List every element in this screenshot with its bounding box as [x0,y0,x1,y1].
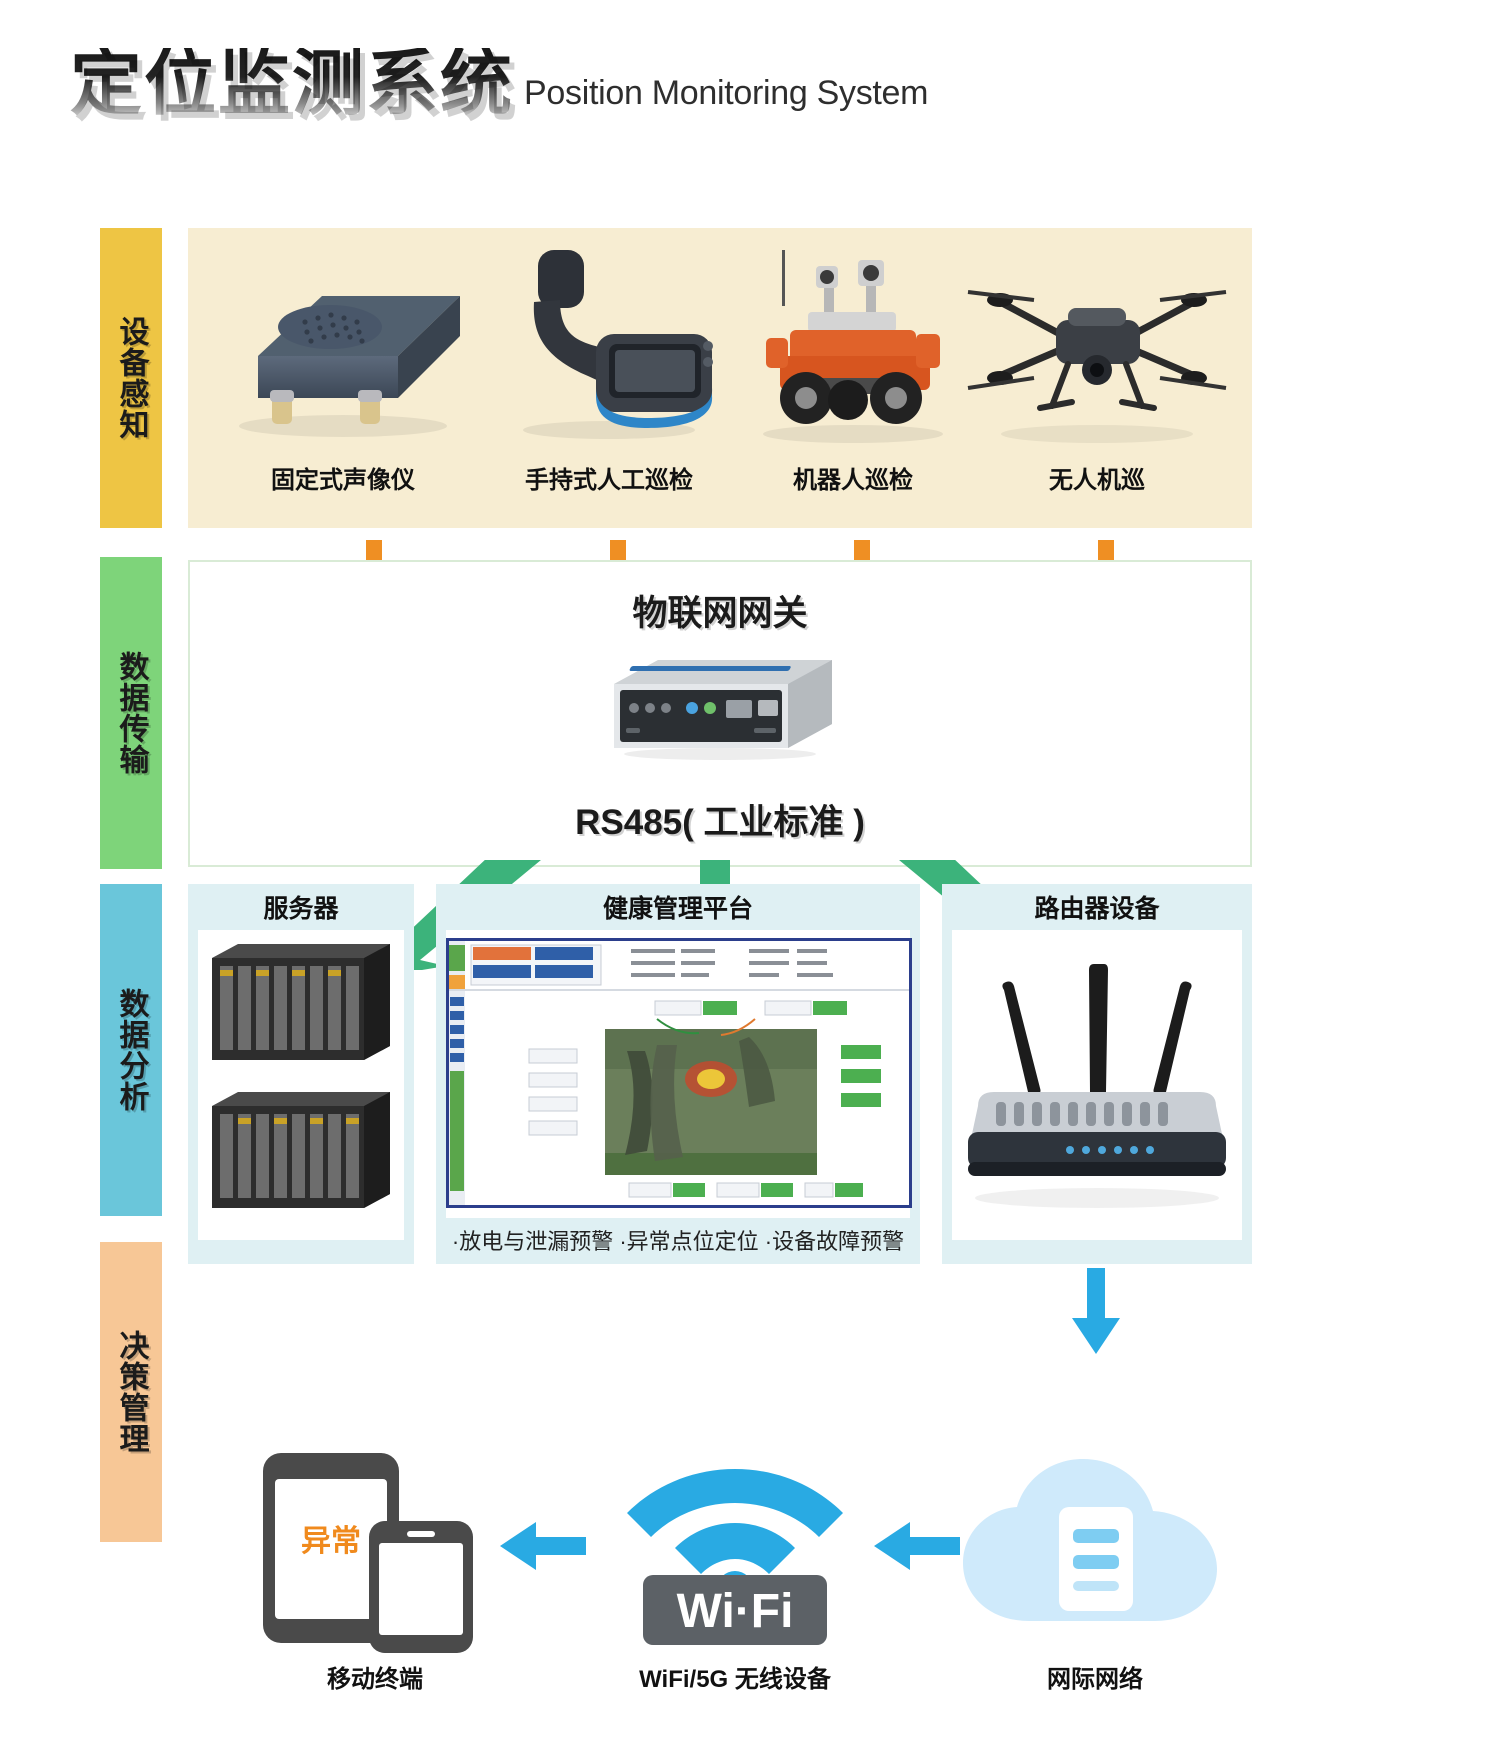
acoustic-imager-icon [239,296,460,437]
stage-label: 数据分析 [114,988,148,1112]
panel-server[interactable]: 服务器 [188,884,414,1264]
protocol-label: RS485( 工业标准 ) [575,803,865,842]
title-english: Position Monitoring System [524,74,929,112]
device-card-acoustic-imager[interactable]: 固定式声像仪 [210,238,476,518]
terminal-wifi[interactable]: Wi·Fi WiFi/5G 无线设备 [605,1443,865,1693]
wifi-icon: Wi·Fi [627,1469,843,1645]
dashboard-screen-icon [446,938,912,1208]
stage-label: 决策管理 [114,1330,148,1454]
panel-router[interactable]: 路由器设备 [942,884,1252,1264]
sensing-band: 固定式声像仪 手持式人工巡检 [188,228,1252,528]
terminal-mobile[interactable]: 异常 移动终端 [255,1443,495,1693]
stage-label: 设备感知 [114,316,148,440]
title-chinese: 定位监测系统 [70,44,515,124]
terminal-label: 移动终端 [327,1666,423,1693]
device-card-drone[interactable]: 无人机巡 [964,238,1230,518]
panel-platform[interactable]: 健康管理平台 [436,884,920,1264]
panel-body [198,930,404,1240]
panel-body [446,930,912,1218]
device-card-handheld[interactable]: 手持式人工巡检 [476,238,742,518]
panel-title: 健康管理平台 [602,895,753,923]
alert-badge-text: 异常 [301,1525,361,1558]
page-title: 定位监测系统 Position Monitoring System [70,10,928,120]
device-label: 无人机巡 [1049,467,1145,494]
iot-gateway-box-icon [614,660,832,760]
server-rack-icon [212,944,390,1208]
terminal-label: WiFi/5G 无线设备 [639,1666,831,1693]
inspection-robot-icon [763,250,943,443]
router-icon [968,964,1226,1208]
handheld-inspector-icon [523,250,713,439]
stage-bar-transmission: 数据传输 [100,557,162,869]
panel-title: 路由器设备 [1034,895,1160,923]
gateway-panel: 物联网网关 RS485( 工业标准 ) [188,560,1252,867]
stage-bar-decision: 决策管理 [100,1242,162,1542]
terminal-cloud[interactable]: 网际网络 [955,1443,1235,1693]
arrow-left-wifi-to-mobile-icon [500,1522,586,1570]
arrow-down-router-to-cloud-icon [1072,1268,1120,1354]
terminal-label: 网际网络 [1047,1666,1143,1693]
wifi-wordmark: Wi·Fi [677,1585,794,1638]
platform-caption: ·放电与泄漏预警 ·异常点位定位 ·设备故障预警 [451,1229,905,1254]
stage-bar-sensing: 设备感知 [100,228,162,528]
device-card-robot[interactable]: 机器人巡检 [720,238,986,518]
drone-icon [967,290,1227,443]
stage-label: 数据传输 [114,651,148,775]
device-label: 手持式人工巡检 [525,467,693,494]
gateway-title: 物联网网关 [632,594,808,633]
mobile-tablet-icon: 异常 [263,1453,473,1653]
cloud-server-icon [963,1459,1217,1621]
device-label: 机器人巡检 [793,467,913,494]
device-label: 固定式声像仪 [271,467,415,494]
arrow-left-cloud-to-wifi-icon [874,1522,960,1570]
panel-title: 服务器 [263,895,339,923]
panel-body [952,930,1242,1240]
stage-bar-analysis: 数据分析 [100,884,162,1216]
